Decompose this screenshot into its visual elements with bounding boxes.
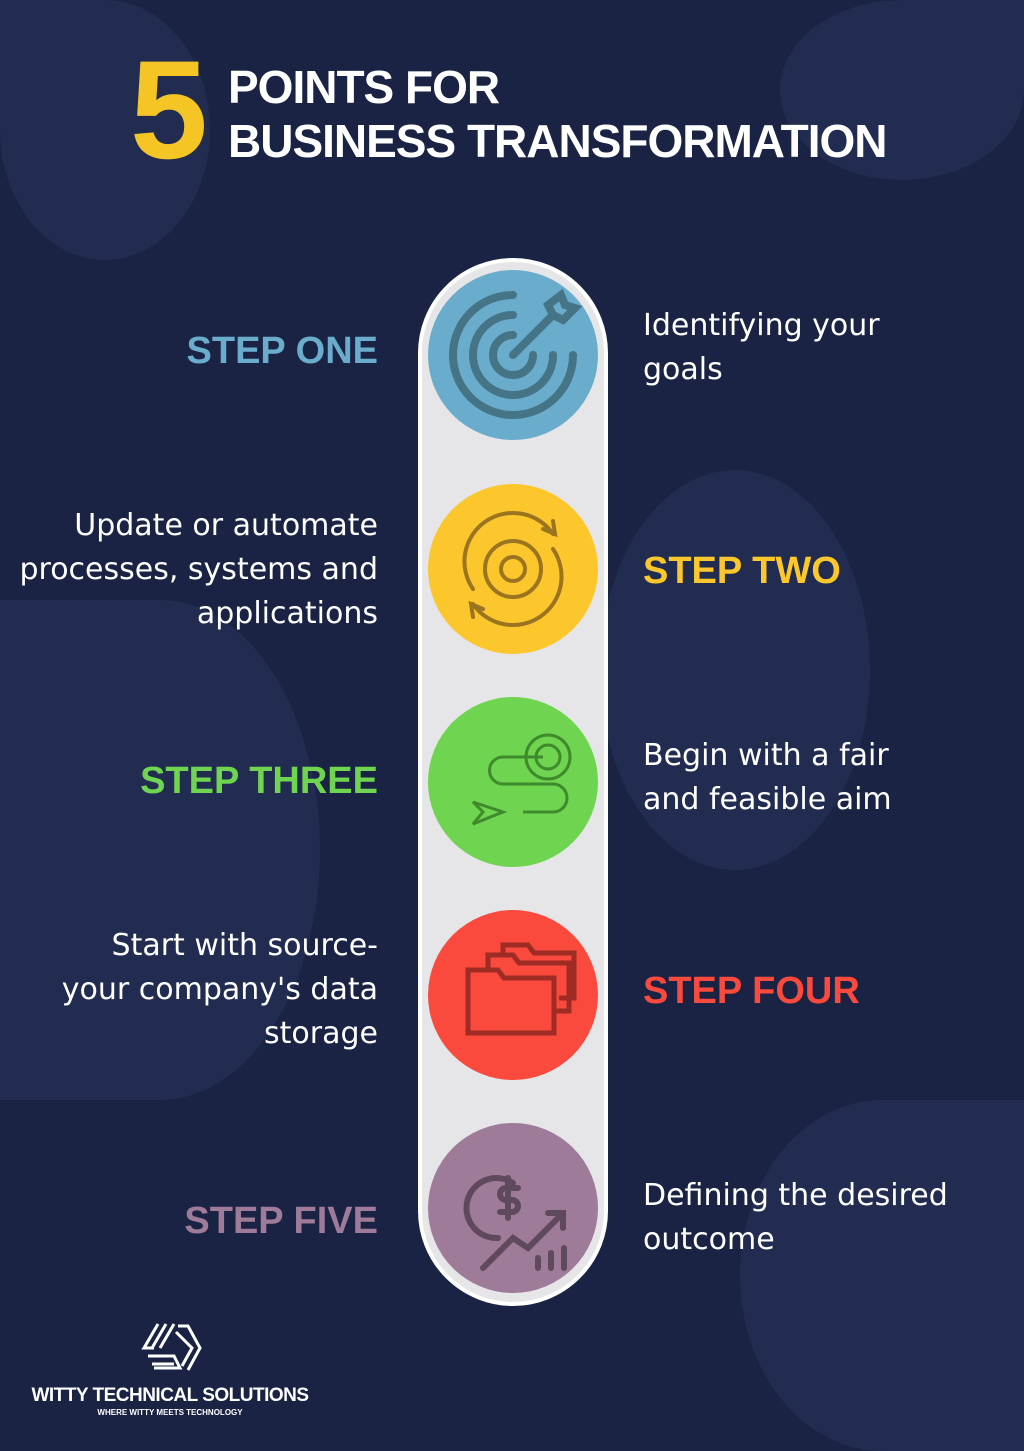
company-logo: WITTY TECHNICAL SOLUTIONS WHERE WITTY ME… — [20, 1320, 320, 1417]
company-name: WITTY TECHNICAL SOLUTIONS — [31, 1385, 309, 1406]
dollar-growth-icon — [428, 1123, 598, 1293]
step-two-description: Update or automate processes, systems an… — [19, 508, 378, 631]
bg-blob — [0, 0, 210, 260]
bg-blob — [600, 470, 870, 870]
step-one-label: STEP ONE — [186, 330, 378, 372]
step-five-description: Defining the desired outcome — [643, 1178, 948, 1257]
target-icon — [428, 270, 598, 440]
title-line-2: BUSINESS TRANSFORMATION — [228, 115, 888, 167]
company-tagline: WHERE WITTY MEETS TECHNOLOGY — [97, 1408, 243, 1417]
step-three-label: STEP THREE — [140, 760, 378, 802]
step-two-label: STEP TWO — [643, 550, 841, 592]
path-to-target-icon — [428, 697, 598, 867]
bg-blob — [0, 600, 320, 1100]
title-line-1: POINTS FOR — [228, 61, 500, 113]
step-four-description: Start with source- your company's data s… — [61, 928, 378, 1051]
step-one-description: Identifying your goals — [643, 308, 880, 387]
page-title: POINTS FOR BUSINESS TRANSFORMATION — [228, 60, 1008, 168]
step-four-label: STEP FOUR — [643, 970, 860, 1012]
gear-cycle-icon — [428, 484, 598, 654]
logo-mark-icon — [141, 1323, 202, 1371]
step-three-description: Begin with a fair and feasible aim — [643, 738, 892, 817]
step-five-label: STEP FIVE — [184, 1200, 378, 1242]
folders-icon — [428, 910, 598, 1080]
bg-blob — [740, 1100, 1024, 1451]
title-number: 5 — [130, 31, 208, 188]
bg-blob — [780, 0, 1024, 180]
